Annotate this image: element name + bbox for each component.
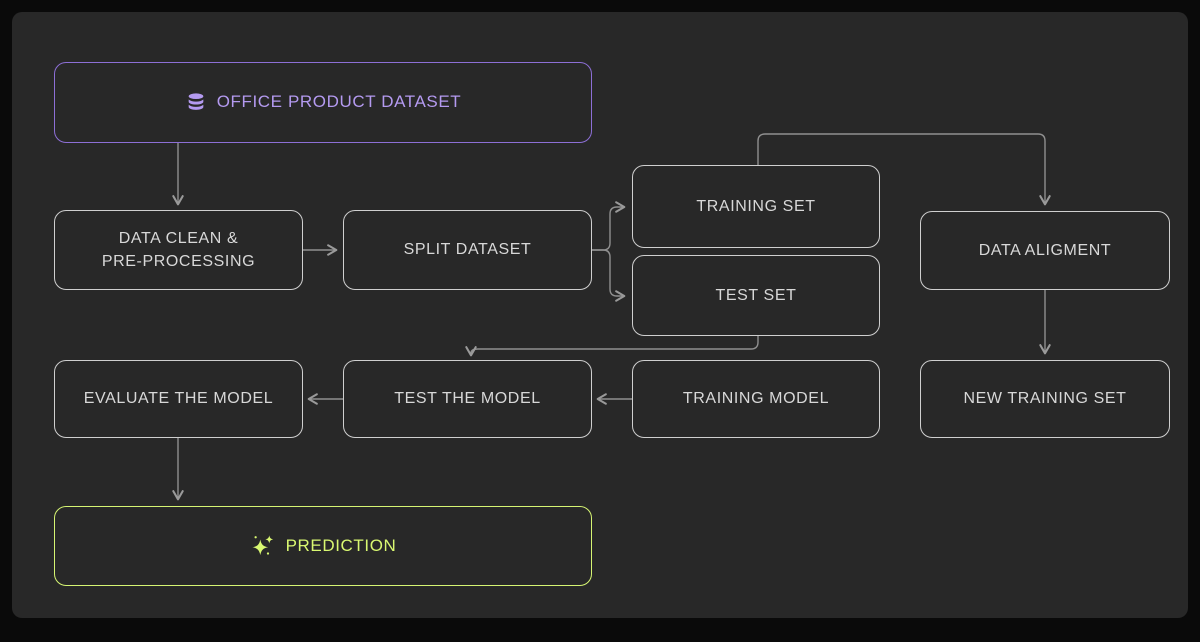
node-label: DATA ALIGMENT	[978, 241, 1112, 259]
node-data-aligment: DATA ALIGMENT	[920, 211, 1170, 290]
node-test-the-model: TEST THE MODEL	[343, 360, 592, 438]
database-icon	[185, 92, 207, 114]
edge-test-set-to-test-model	[465, 336, 759, 357]
node-label-line1: DATA CLEAN &	[118, 229, 239, 247]
node-label: EVALUATE THE MODEL	[83, 390, 274, 408]
node-test-set: TEST SET	[632, 255, 880, 336]
node-prediction: PREDICTION	[54, 506, 592, 586]
node-label: TEST THE MODEL	[394, 390, 541, 408]
node-label: PREDICTION	[285, 535, 397, 555]
node-training-set: TRAINING SET	[632, 165, 880, 248]
node-office-product-dataset: OFFICE PRODUCT DATASET	[54, 62, 592, 143]
diagram-canvas: OFFICE PRODUCT DATASET DATA CLEAN & PRE-…	[12, 12, 1188, 618]
node-label: NEW TRAINING SET	[963, 390, 1127, 408]
node-training-model: TRAINING MODEL	[632, 360, 880, 438]
node-label-line2: PRE-PROCESSING	[101, 253, 256, 270]
node-new-training-set: NEW TRAINING SET	[920, 360, 1170, 438]
node-data-clean-preprocessing: DATA CLEAN & PRE-PROCESSING	[54, 210, 303, 290]
node-split-dataset: SPLIT DATASET	[343, 210, 592, 290]
node-label: SPLIT DATASET	[403, 241, 532, 259]
edge-split-to-test-set	[592, 249, 626, 302]
node-label: TEST SET	[715, 286, 797, 304]
node-label: TRAINING SET	[696, 197, 816, 215]
node-label: OFFICE PRODUCT DATASET	[216, 92, 462, 112]
edge-split-to-training-set	[592, 201, 626, 251]
node-evaluate-the-model: EVALUATE THE MODEL	[54, 360, 303, 438]
sparkles-icon	[250, 533, 276, 559]
node-label: TRAINING MODEL	[682, 390, 830, 408]
